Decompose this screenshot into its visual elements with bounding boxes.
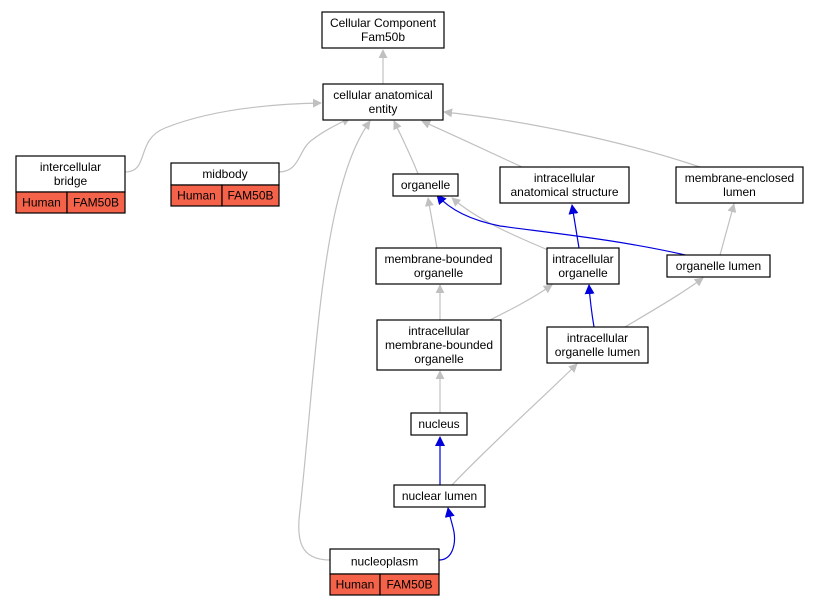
edge-imbo-to-io xyxy=(489,284,553,321)
edge-ib-to-cae xyxy=(124,98,322,173)
edge-line xyxy=(443,108,701,168)
edge-line xyxy=(393,120,419,175)
edge-line xyxy=(425,197,438,249)
node-label: lumen xyxy=(723,185,756,199)
node-box xyxy=(393,484,486,508)
gene-tag: FAM50B xyxy=(73,196,119,210)
node-box xyxy=(329,548,440,575)
species-tag: Human xyxy=(177,189,216,203)
edge-line xyxy=(298,120,371,561)
edge-line xyxy=(568,204,580,249)
node-label: cellular anatomical xyxy=(333,88,432,102)
edge-ol-to-mel xyxy=(719,203,737,256)
edges-layer xyxy=(124,49,737,561)
node-label: membrane-bounded xyxy=(385,338,493,352)
gene-tag-cell xyxy=(66,191,126,214)
node-ol[interactable]: organelle lumen xyxy=(666,254,771,278)
node-label: midbody xyxy=(202,167,247,181)
edge-ol-to-organelle xyxy=(436,194,691,257)
edge-np-to-cae xyxy=(298,120,371,561)
node-box xyxy=(392,173,459,197)
gene-tag-cell xyxy=(221,184,280,207)
node-box xyxy=(499,166,630,204)
edge-line xyxy=(719,203,737,256)
node-label: anatomical structure xyxy=(510,185,618,199)
edge-midbody-to-cae xyxy=(278,117,351,173)
edge-iol-to-ol xyxy=(624,277,704,328)
edge-io-to-ias xyxy=(568,204,580,249)
edge-line xyxy=(436,194,691,257)
edge-np-to-nl xyxy=(438,507,456,561)
node-label: organelle lumen xyxy=(555,345,640,359)
node-box xyxy=(410,412,468,436)
node-label: bridge xyxy=(54,174,88,188)
edge-line xyxy=(438,507,456,561)
node-label: organelle xyxy=(401,178,451,192)
edge-line xyxy=(451,363,578,486)
node-organelle[interactable]: organelle xyxy=(392,173,459,197)
edge-iol-to-io xyxy=(584,284,595,328)
edge-ias-to-cae xyxy=(421,120,523,168)
node-label: nucleoplasm xyxy=(351,555,418,569)
node-label: organelle lumen xyxy=(676,259,761,273)
node-label: membrane-bounded xyxy=(384,252,492,266)
edge-mbo-to-organelle xyxy=(425,197,438,249)
edge-organelle-to-cae xyxy=(393,120,419,175)
node-nl[interactable]: nuclear lumen xyxy=(393,484,486,508)
edge-line xyxy=(124,98,322,173)
edge-line xyxy=(584,284,595,328)
node-box xyxy=(546,247,620,285)
node-label: membrane-enclosed xyxy=(685,171,794,185)
node-label: nuclear lumen xyxy=(402,489,477,503)
node-box xyxy=(666,254,771,278)
edge-line xyxy=(451,197,549,251)
species-tag: Human xyxy=(336,578,375,592)
node-label: entity xyxy=(369,102,398,116)
node-box xyxy=(546,326,649,364)
gene-tag: FAM50B xyxy=(227,189,273,203)
node-label: intracellular xyxy=(567,331,628,345)
edge-line xyxy=(278,117,351,173)
node-label: intracellular xyxy=(552,252,613,266)
edge-line xyxy=(489,284,553,321)
edge-io-to-organelle xyxy=(451,197,549,251)
gene-tag: FAM50B xyxy=(386,578,432,592)
edge-line xyxy=(421,120,523,168)
node-label: nucleus xyxy=(418,417,459,431)
node-box xyxy=(675,166,804,204)
node-box xyxy=(321,11,445,49)
node-label: intracellular xyxy=(534,171,595,185)
edge-mel-to-cae xyxy=(443,108,701,168)
node-label: intracellular xyxy=(408,324,469,338)
gene-tag-cell xyxy=(379,573,440,596)
node-box xyxy=(375,247,502,285)
node-label: organelle xyxy=(414,352,464,366)
edge-line xyxy=(624,277,704,328)
node-box xyxy=(322,83,444,121)
edge-nl-to-iol xyxy=(451,363,578,486)
species-tag: Human xyxy=(22,196,61,210)
node-label: Cellular Component xyxy=(330,16,437,30)
node-label: organelle xyxy=(414,266,464,280)
node-label: Fam50b xyxy=(361,30,405,44)
node-box xyxy=(15,155,126,193)
node-label: organelle xyxy=(558,266,608,280)
node-box xyxy=(376,319,502,371)
node-nucleus[interactable]: nucleus xyxy=(410,412,468,436)
node-label: intercellular xyxy=(40,160,101,174)
